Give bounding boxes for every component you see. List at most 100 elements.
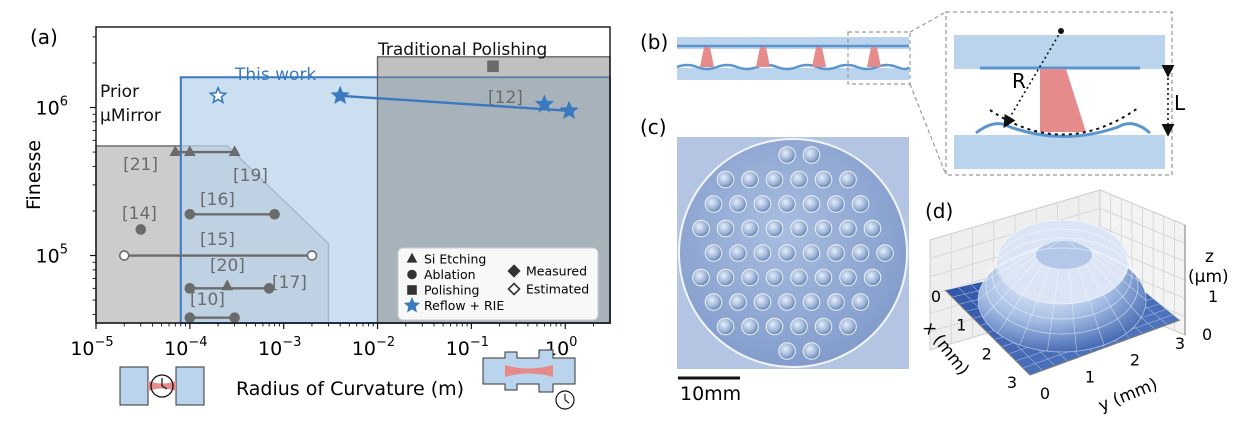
legend-type-marker xyxy=(507,282,521,296)
dimple xyxy=(716,170,735,189)
mesh-spoke xyxy=(1090,249,1142,283)
series-label: [17] xyxy=(272,273,307,293)
mesh-spoke xyxy=(977,254,1037,301)
chart-series-labels: [21][19][16][14][15][20][17][10][12] xyxy=(122,88,523,310)
legend-marker xyxy=(407,285,417,295)
data-point-0-1 xyxy=(184,145,196,157)
data-point-10-0 xyxy=(330,85,350,105)
series-label: [10] xyxy=(190,290,225,310)
dimple xyxy=(692,268,710,287)
dimple xyxy=(765,268,784,287)
mesh-spoke xyxy=(982,249,1038,283)
macro-cavity-icon xyxy=(482,349,576,410)
legend-marker xyxy=(403,296,421,313)
grid-line xyxy=(1099,226,1186,263)
region-label-2: This work xyxy=(234,65,316,85)
x-axis-label: Radius of Curvature (m) xyxy=(236,378,464,400)
x-tick-label-3d: 0 xyxy=(931,287,941,306)
dimple xyxy=(802,146,821,164)
z-tick-label-3d: 0 xyxy=(1202,325,1212,344)
dimple-array xyxy=(692,146,894,360)
x-tick-label-3d: 2 xyxy=(982,344,992,363)
dimple xyxy=(839,170,857,189)
x-tick-label: 10−1 xyxy=(446,335,489,360)
panel-label-a: (a) xyxy=(30,25,58,49)
dimple xyxy=(790,170,808,189)
data-point-3-0 xyxy=(135,224,147,235)
series-label: [16] xyxy=(200,190,235,210)
panel-label-c: (c) xyxy=(640,115,667,139)
dimple xyxy=(765,170,784,189)
dimple xyxy=(790,219,808,238)
donut-inner xyxy=(1036,241,1092,269)
data-point-7-0 xyxy=(184,312,196,324)
y-axis-3d xyxy=(1029,319,1181,376)
legend-marker xyxy=(406,252,418,263)
dimple xyxy=(765,317,784,336)
dimple xyxy=(814,268,833,287)
dimple xyxy=(765,219,784,238)
length-label: L xyxy=(1174,91,1186,115)
legend-label: Ablation xyxy=(424,267,476,282)
dimple xyxy=(716,219,735,238)
mesh-spoke xyxy=(1068,268,1077,352)
data-point-0-0 xyxy=(169,145,182,157)
dimple xyxy=(802,244,821,262)
dimple xyxy=(790,317,808,336)
legend-box xyxy=(397,247,599,321)
mesh-spoke xyxy=(1019,266,1051,346)
legend-label: Reflow + RIE xyxy=(424,298,504,313)
legend-marker xyxy=(407,269,417,280)
dimple xyxy=(741,268,759,287)
y-axis-label: Finesse xyxy=(23,140,45,210)
dimple xyxy=(729,195,747,213)
panel-label-b: (b) xyxy=(640,30,668,54)
dimple xyxy=(741,317,759,336)
mesh-ring xyxy=(985,237,1139,335)
zoom-line-top xyxy=(909,11,947,33)
dimple xyxy=(876,244,894,262)
dimple xyxy=(716,268,735,287)
legend-label: Si Etching xyxy=(424,252,486,267)
dimple xyxy=(851,195,870,213)
x-tick-label-3d: 1 xyxy=(956,316,966,335)
data-point-0-2 xyxy=(228,145,241,157)
data-point-7-1 xyxy=(229,312,240,324)
dimple xyxy=(851,293,870,311)
mesh-spoke xyxy=(1068,240,1077,250)
series-range-line xyxy=(340,94,570,113)
mesh-spoke xyxy=(1047,268,1060,352)
y-tick-label-3d: 3 xyxy=(1175,334,1185,353)
dimple xyxy=(790,268,808,287)
dimple xyxy=(839,219,857,238)
data-point-10-2 xyxy=(559,100,579,120)
x-tick-label: 10−2 xyxy=(352,335,395,360)
x-tick-label-3d: 3 xyxy=(1007,373,1017,392)
dimple xyxy=(741,219,759,238)
z-tick-label-3d: 1 xyxy=(1208,287,1218,306)
chart-series xyxy=(118,60,579,324)
mesh-spoke xyxy=(1085,263,1127,334)
series-label: [15] xyxy=(200,230,235,250)
mesh-spoke xyxy=(1019,242,1051,256)
zoom-box xyxy=(847,31,911,85)
zoom-detail: R L xyxy=(954,28,1186,169)
dimple xyxy=(704,195,723,213)
dimple xyxy=(729,293,747,311)
dimple xyxy=(778,293,796,311)
mesh-spoke xyxy=(1091,254,1147,301)
legend-type-label: Measured xyxy=(526,264,587,279)
dimple xyxy=(814,219,833,238)
y-tick-label-3d: 1 xyxy=(1085,367,1095,386)
zoom-line-bottom xyxy=(909,83,947,176)
mesh-ring xyxy=(995,219,1129,305)
dimple xyxy=(753,195,772,213)
data-point-4-1 xyxy=(306,250,318,261)
radius-label: R xyxy=(1012,69,1026,93)
data-point-2-0 xyxy=(184,208,196,220)
dimple xyxy=(741,170,759,189)
